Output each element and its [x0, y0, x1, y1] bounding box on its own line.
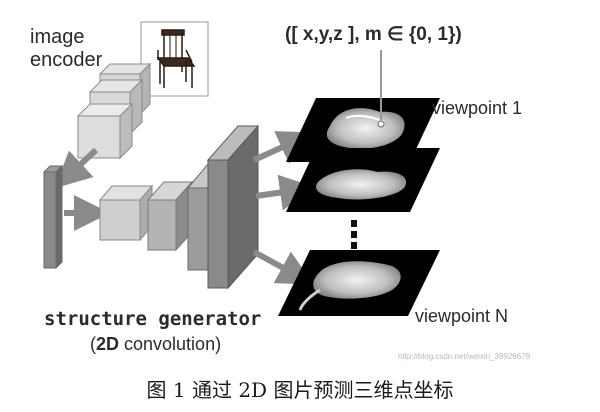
- generator-block-2: [146, 180, 194, 252]
- watermark-text: http://blog.csdn.net/weixin_39926679: [398, 352, 531, 361]
- viewpoint-2-depth-map: [286, 148, 440, 212]
- viewpoint-1-label: viewpoint 1: [432, 98, 523, 118]
- figure-caption: 图 1 通过 2D 图片预测三维点坐标: [146, 378, 454, 402]
- structure-generator-label: structure generator: [44, 308, 262, 330]
- convolution-label: (2D convolution): [90, 334, 221, 355]
- image-encoder-label: image encoder: [30, 26, 103, 71]
- ellipsis-dots: [351, 220, 357, 249]
- ellipsis-text: ⋮: [345, 212, 346, 213]
- output-formula-label: ([ x,y,z ], m ∈ {0, 1}): [285, 24, 462, 45]
- generator-block-4: [206, 124, 260, 290]
- arrow-to-viewpoint-2: [255, 174, 316, 211]
- viewpoint-n-depth-map: [278, 250, 440, 316]
- arrow-to-viewpoint-n: [252, 249, 314, 285]
- encoder-block-1: [76, 102, 134, 160]
- viewpoint-n-label: viewpoint N: [415, 306, 509, 326]
- generator-block-1: [98, 184, 154, 242]
- viewpoint-1-depth-map: [286, 98, 440, 162]
- arrow-to-viewpoint-1: [252, 131, 315, 164]
- latent-vector: [42, 164, 64, 270]
- input-image-frame: [140, 21, 209, 97]
- convolution-bold-text: 2D: [96, 334, 120, 354]
- convolution-suffix: convolution): [119, 334, 222, 354]
- wooden-chair-icon: [156, 29, 196, 88]
- arrow-encoder-to-latent: [54, 147, 99, 189]
- convolution-prefix: (: [90, 334, 96, 354]
